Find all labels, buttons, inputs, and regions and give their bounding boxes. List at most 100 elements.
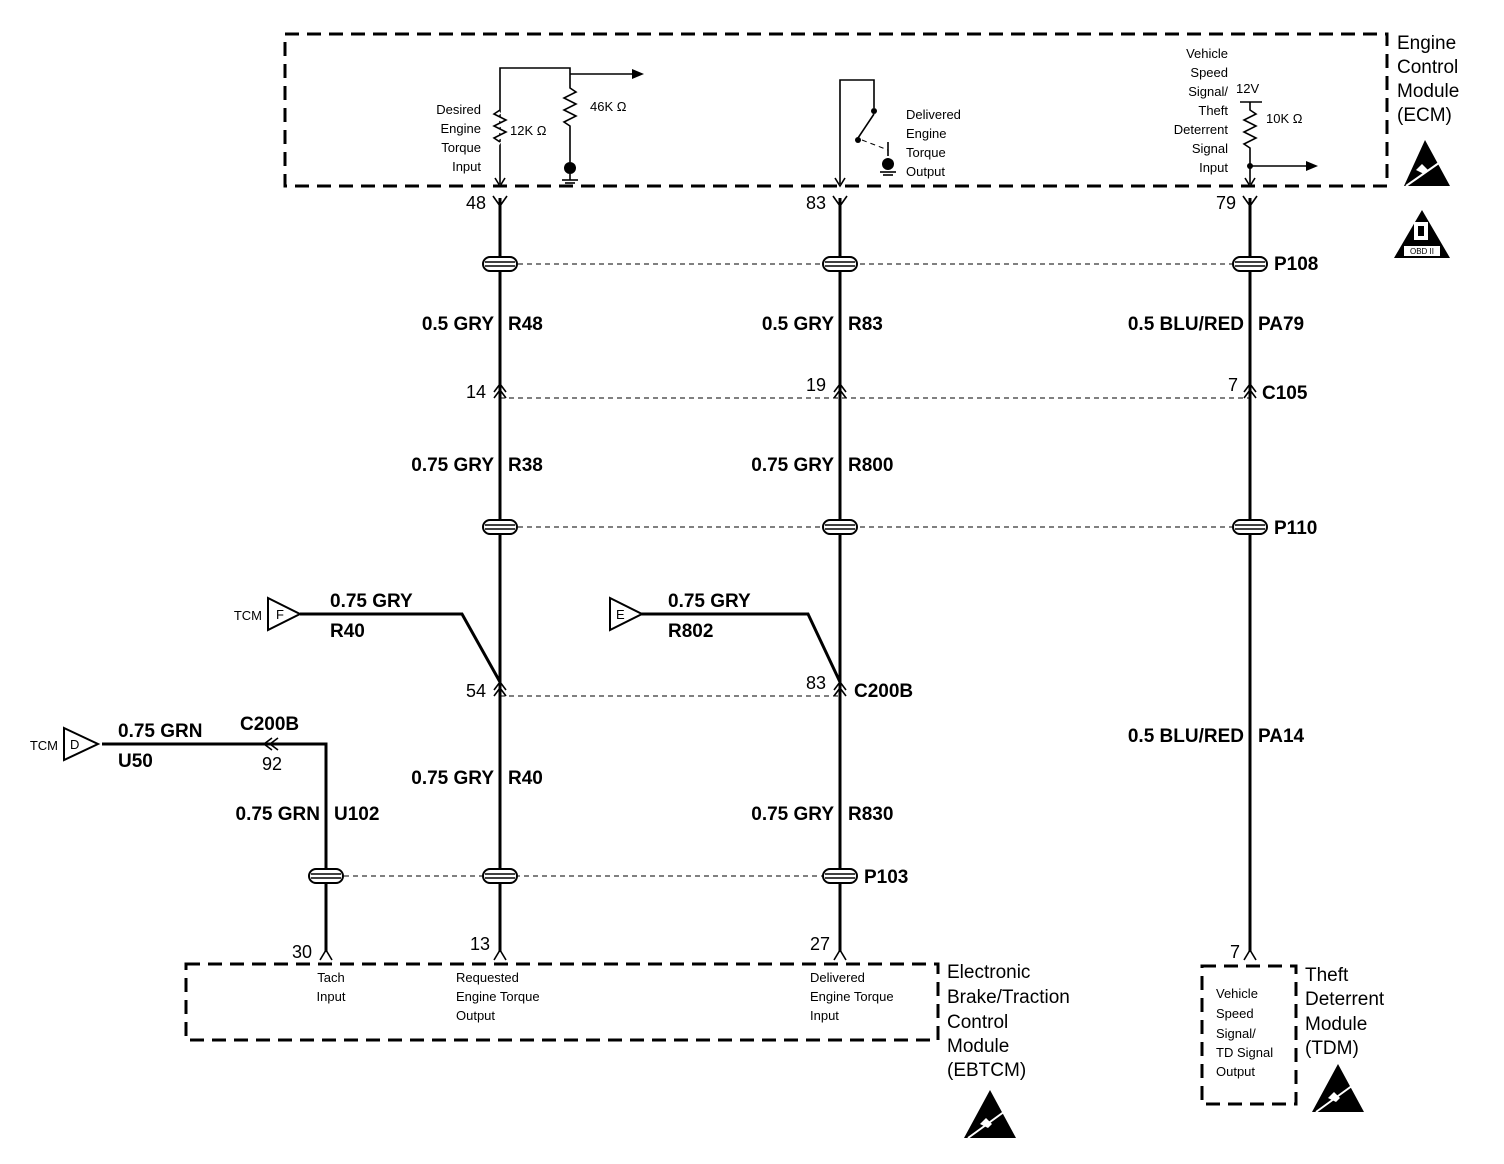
desired-line: Engine <box>441 121 481 136</box>
esd-icon <box>1404 140 1450 187</box>
tdm-name-line: Theft <box>1305 965 1349 986</box>
pin-label: 14 <box>466 382 486 402</box>
ecm-name-line: Module <box>1397 81 1459 102</box>
pin-label: 27 <box>810 934 830 954</box>
tdm-box <box>1200 964 1298 1106</box>
tdm-inner-line: TD Signal <box>1216 1045 1273 1060</box>
wire-gauge-label: 0.5 GRY <box>762 314 834 335</box>
wire-gauge-label: 0.75 GRY <box>668 591 751 612</box>
ebtcm-name-line: Control <box>947 1012 1008 1033</box>
wire-gauge-label: 0.75 GRY <box>411 768 494 789</box>
tcm-f-connector: F <box>267 596 303 632</box>
ebtcm-requested-label: Requested Engine Torque Output <box>456 970 540 1023</box>
tdm-inner-line: Signal/ <box>1216 1026 1256 1041</box>
c105-terminals <box>493 382 1257 399</box>
tcm-f-letter: F <box>276 607 284 622</box>
wire-circuit-label: U50 <box>118 751 153 772</box>
pin-label: 30 <box>292 942 312 962</box>
wire-gauge-label: 0.5 GRY <box>422 314 494 335</box>
c200b-terminals <box>493 680 847 697</box>
vss-line: Speed <box>1190 65 1228 80</box>
delivered-line: Engine <box>906 126 946 141</box>
tcm-d-connector: D <box>63 726 101 762</box>
wire-u50-u102 <box>102 742 328 952</box>
wire-circuit-label: R800 <box>848 455 893 476</box>
delivered-line: Delivered <box>906 107 961 122</box>
wire-circuit-label: PA14 <box>1258 726 1305 747</box>
tcm-e-letter: E <box>616 607 625 622</box>
requested-line: Requested <box>456 970 519 985</box>
pin-label: 92 <box>262 754 282 774</box>
ebtcm-name: Electronic Brake/Traction Control Module… <box>947 962 1070 1081</box>
tcm-e-connector: E <box>609 596 645 632</box>
c200b-label: C200B <box>854 681 913 702</box>
wire-gauge-label: 0.75 GRY <box>751 455 834 476</box>
tdm-name-line: (TDM) <box>1305 1038 1359 1059</box>
tdm-name-line: Deterrent <box>1305 989 1385 1010</box>
c200b-left-label: C200B <box>240 714 299 735</box>
requested-line: Engine Torque <box>456 989 540 1004</box>
wire-circuit-label: R83 <box>848 314 883 335</box>
wire-r40-tcm <box>300 612 502 683</box>
ebtcm-box <box>184 962 940 1042</box>
pin-label: 83 <box>806 673 826 693</box>
ebtcm-name-line: Electronic <box>947 962 1030 983</box>
vss-line: Signal/ <box>1188 84 1228 99</box>
tach-line: Tach <box>317 970 344 985</box>
delivered-line: Torque <box>906 145 946 160</box>
tcm-label: TCM <box>30 738 58 753</box>
wire-gauge-label: 0.75 GRY <box>751 804 834 825</box>
p110-label: P110 <box>1274 518 1317 539</box>
wire-circuit-label: R40 <box>508 768 543 789</box>
ebtcm-name-line: (EBTCM) <box>947 1060 1026 1081</box>
wire-circuit-label: R40 <box>330 621 365 642</box>
pin-label: 13 <box>470 934 490 954</box>
ecm-name-line: Control <box>1397 57 1458 78</box>
tcm-d-letter: D <box>70 737 79 752</box>
wire-circuit-label: R830 <box>848 804 893 825</box>
ecm-desired-label: Desired Engine Torque Input <box>436 102 481 174</box>
vss-line: Input <box>1199 160 1228 175</box>
v12-label: 12V <box>1236 81 1259 96</box>
tdm-name-line: Module <box>1305 1014 1367 1035</box>
ecm-vss-label: Vehicle Speed Signal/ Theft Deterrent Si… <box>1174 46 1229 175</box>
tdm-inner-label: Vehicle Speed Signal/ TD Signal Output <box>1216 986 1273 1079</box>
ebtcm-delivered-label: Delivered Engine Torque Input <box>810 970 894 1023</box>
ecm-delivered-circuit <box>834 79 896 188</box>
tach-line: Input <box>317 989 346 1004</box>
requested-line: Output <box>456 1008 495 1023</box>
tdm-inner-line: Speed <box>1216 1006 1254 1021</box>
vss-line: Vehicle <box>1186 46 1228 61</box>
obd-icon: OBD II <box>1394 210 1450 258</box>
delivered-input-line: Input <box>810 1008 839 1023</box>
pin-label: 7 <box>1228 375 1238 395</box>
c105-label: C105 <box>1262 383 1308 404</box>
resistor-12k-label: 12K Ω <box>510 123 547 138</box>
esd-icon <box>1312 1064 1364 1113</box>
wire-circuit-label: R38 <box>508 455 543 476</box>
delivered-input-line: Delivered <box>810 970 865 985</box>
tdm-inner-line: Output <box>1216 1064 1255 1079</box>
vss-line: Signal <box>1192 141 1228 156</box>
pin-label: 54 <box>466 681 486 701</box>
vss-line: Deterrent <box>1174 122 1229 137</box>
wire-gauge-label: 0.5 BLU/RED <box>1128 314 1244 335</box>
p103-label: P103 <box>864 867 908 888</box>
tcm-label: TCM <box>234 608 262 623</box>
pin-label: 48 <box>466 193 486 213</box>
wire-gauge-label: 0.75 GRN <box>118 721 202 742</box>
wire-gauge-label: 0.5 BLU/RED <box>1128 726 1244 747</box>
ecm-desired-circuit <box>489 67 644 188</box>
ecm-box <box>283 32 1389 188</box>
ecm-pin-terminals <box>492 195 1258 208</box>
delivered-line: Output <box>906 164 945 179</box>
ebtcm-name-line: Brake/Traction <box>947 987 1070 1008</box>
splice-p103 <box>308 868 858 884</box>
resistor-46k-label: 46K Ω <box>590 99 627 114</box>
p108-label: P108 <box>1274 254 1318 275</box>
pin-label: 7 <box>1230 942 1240 962</box>
pin-label: 19 <box>806 375 826 395</box>
splice-p108 <box>482 256 1268 272</box>
ebtcm-tach-label: Tach Input <box>317 970 346 1004</box>
